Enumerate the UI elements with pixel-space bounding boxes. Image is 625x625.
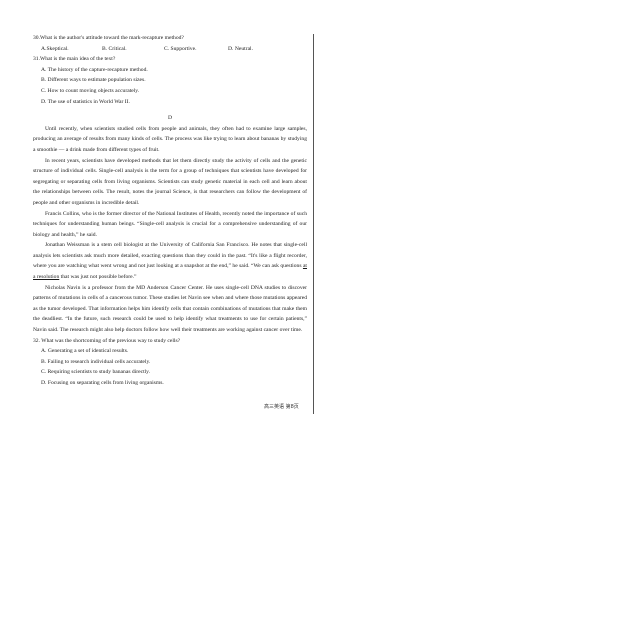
section-label: D: [167, 115, 173, 122]
question-32-stem: 32. What was the shortcoming of the prev…: [33, 337, 181, 344]
q30-option-c[interactable]: C. Supportive.: [164, 45, 197, 52]
q31-option-b[interactable]: B. Different ways to estimate population…: [41, 77, 146, 84]
passage-paragraph-2: In recent years, scientists have develop…: [33, 157, 307, 206]
underlined-phrase: at a resolution: [33, 263, 307, 281]
q32-option-a[interactable]: A. Generating a set of identical results…: [41, 348, 129, 355]
q32-option-b[interactable]: B. Failing to research individual cells …: [41, 358, 151, 365]
q31-option-a[interactable]: A. The history of the capture-recapture …: [41, 66, 148, 73]
page-footer: 高三英语 第8页: [264, 404, 299, 410]
q32-option-d[interactable]: D. Focusing on separating cells from liv…: [41, 380, 164, 386]
passage-paragraph-3: Francis Collins, who is the former direc…: [33, 210, 307, 238]
question-30-options: A.Skeptical. B. Critical. C. Supportive.…: [33, 44, 307, 55]
question-31-stem: 31.What is the main idea of the text?: [33, 56, 116, 63]
q30-option-a[interactable]: A.Skeptical.: [41, 45, 69, 52]
p4-text-after: that was just not possible before.”: [59, 274, 137, 281]
column-divider: [313, 34, 314, 414]
q32-option-c[interactable]: C. Requiring scientists to study bananas…: [41, 369, 151, 376]
q31-option-c[interactable]: C. How to count moving objects accuratel…: [41, 87, 140, 94]
passage-paragraph-5: Nicholas Navin is a professor from the M…: [33, 284, 307, 334]
passage-paragraph-4: Jonathan Weissman is a stem cell biologi…: [33, 240, 307, 282]
question-30-stem: 30.What is the author's attitude toward …: [33, 35, 184, 41]
left-column: 30.What is the author's attitude toward …: [33, 33, 307, 389]
p4-text-before: Jonathan Weissman is a stem cell biologi…: [33, 242, 307, 270]
q31-option-d[interactable]: D. The use of statistics in World War II…: [41, 98, 130, 105]
passage-paragraph-1: Until recently, when scientists studied …: [33, 125, 307, 153]
q30-option-b[interactable]: B. Critical.: [102, 45, 127, 52]
q30-option-d[interactable]: D. Neutral.: [228, 45, 254, 52]
